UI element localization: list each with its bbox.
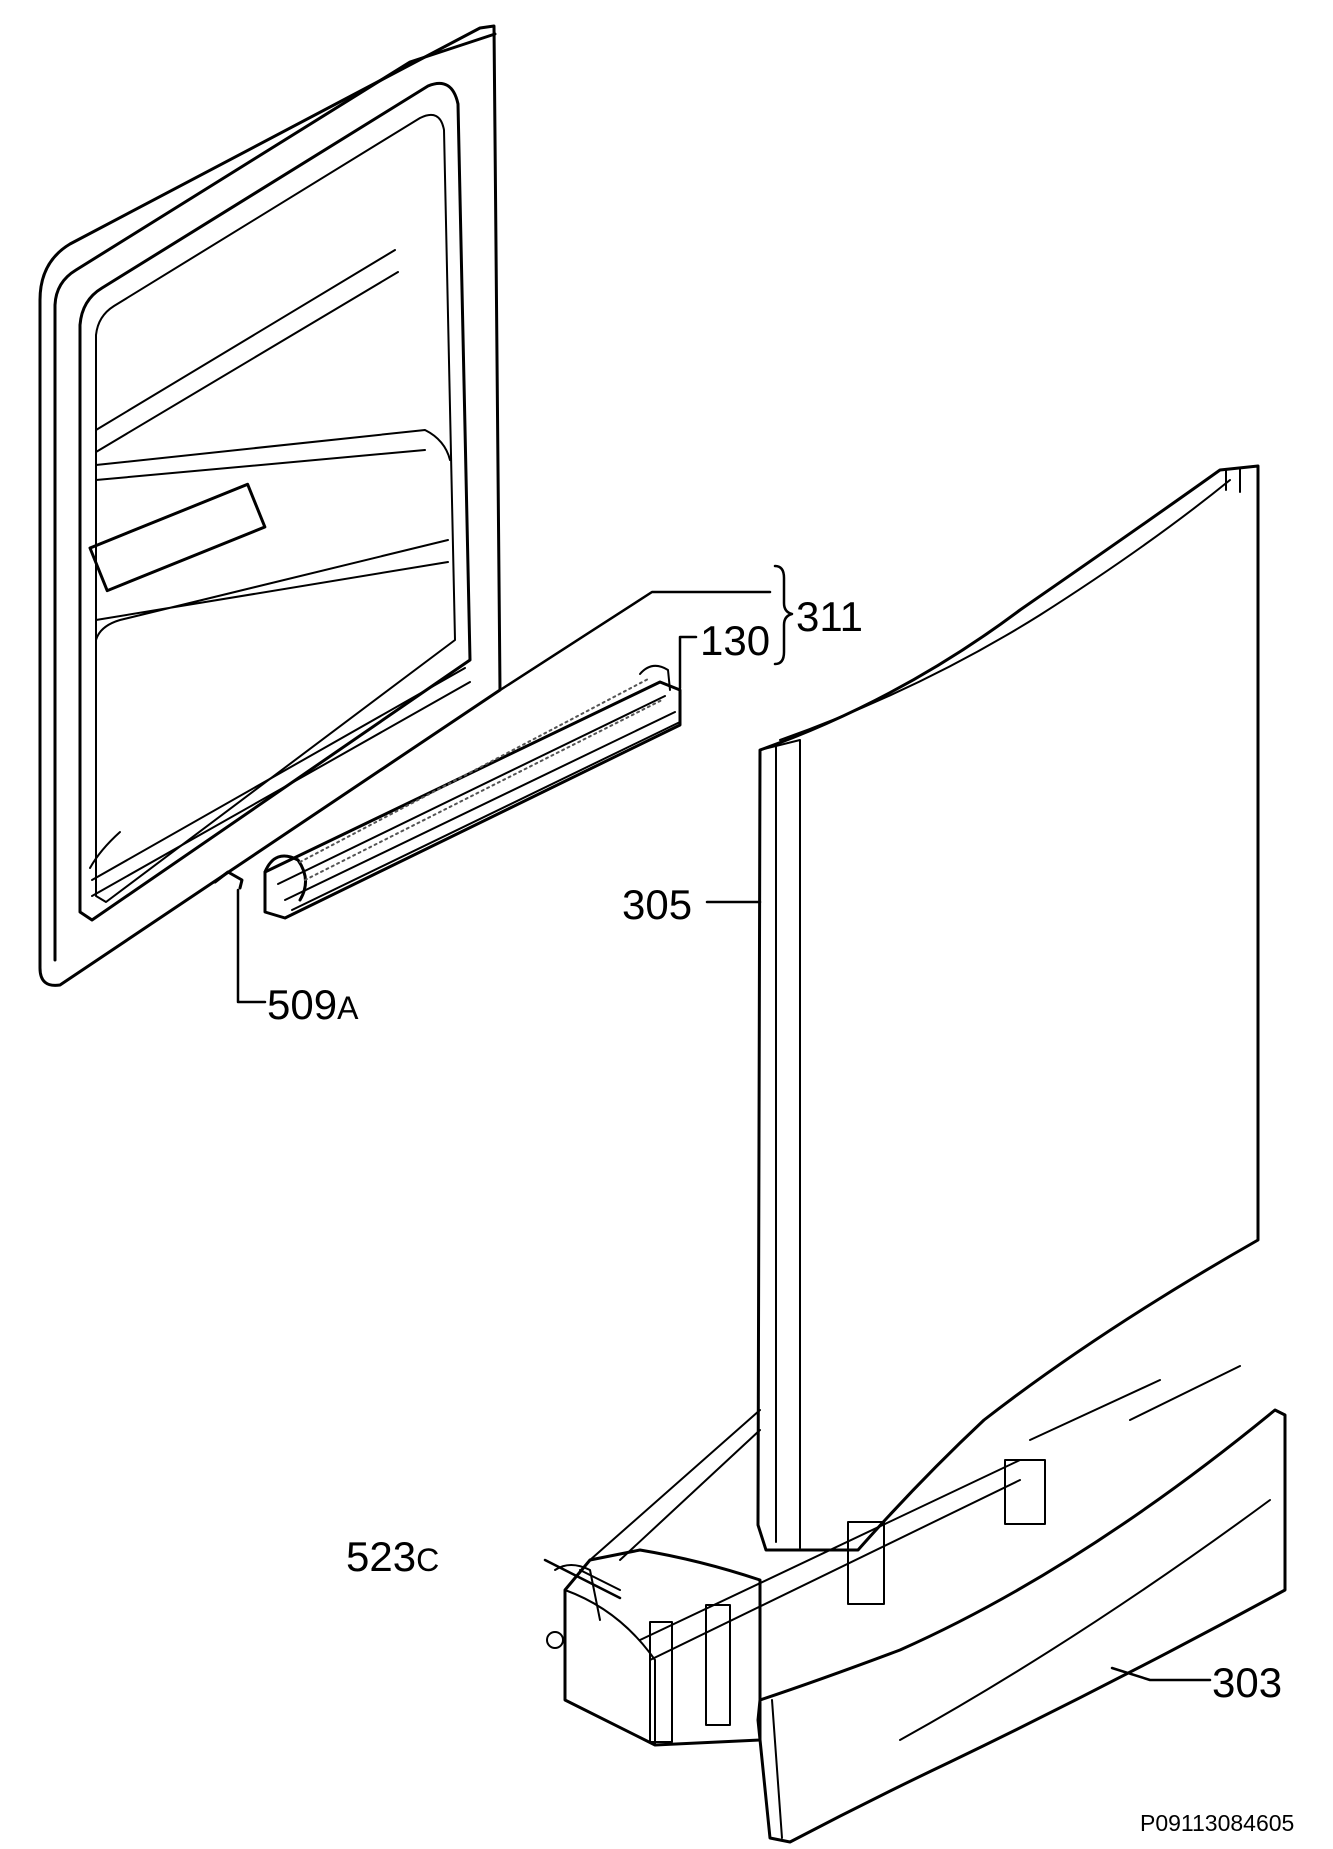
label-130: 130 [700, 617, 771, 664]
label-523c-suffix: C [416, 1542, 440, 1578]
leader-130 [678, 635, 698, 690]
leader-523c [543, 1558, 622, 1600]
leader-303 [1110, 1666, 1212, 1682]
inner-door-panel [38, 24, 502, 987]
kick-plate [756, 1365, 1287, 1844]
label-509a: 509A [267, 984, 358, 1026]
label-509a-number: 509 [267, 981, 338, 1028]
label-305: 305 [622, 881, 693, 928]
label-311: 311 [796, 593, 863, 640]
door-seal-strip [263, 664, 682, 920]
outer-door-panel [756, 464, 1260, 1552]
label-509a-suffix: A [337, 990, 359, 1026]
label-303: 303 [1212, 1659, 1283, 1706]
label-523c: 523C [346, 1536, 439, 1578]
leader-509a [236, 888, 267, 1004]
label-523c-number: 523 [346, 1533, 417, 1580]
brace-311 [773, 564, 794, 666]
leader-lines [236, 590, 1212, 1682]
document-id: P09113084605 [1140, 1810, 1295, 1836]
seal-clip [213, 870, 244, 890]
leader-311 [492, 590, 772, 696]
door-foot-assembly [546, 1409, 1046, 1747]
